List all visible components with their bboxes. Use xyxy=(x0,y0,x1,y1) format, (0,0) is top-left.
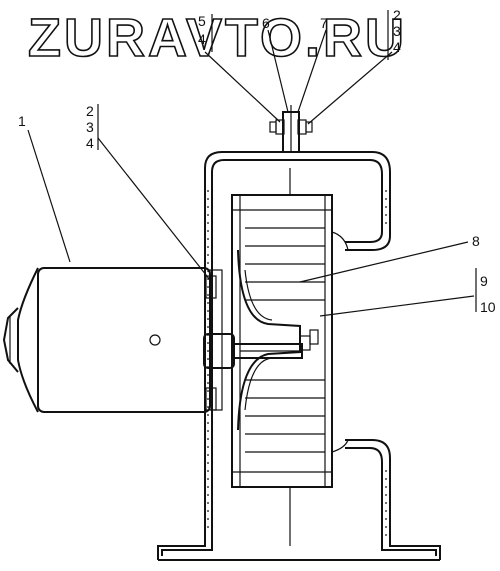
label-part-5: 5 xyxy=(198,13,206,29)
label-part-9: 9 xyxy=(480,273,488,289)
label-part-4-top: 4 xyxy=(198,31,206,47)
leader-lines xyxy=(27,10,477,317)
fan-impeller xyxy=(231,194,349,488)
electric-motor xyxy=(2,267,319,413)
label-part-3-left: 3 xyxy=(86,119,94,135)
top-mounting-bracket xyxy=(269,105,313,153)
label-part-3-right: 3 xyxy=(393,23,401,39)
label-part-8: 8 xyxy=(472,233,480,249)
label-part-2-right: 2 xyxy=(393,7,401,23)
label-part-4-left: 4 xyxy=(86,135,94,151)
label-part-1: 1 xyxy=(18,113,26,129)
fan-housing xyxy=(157,151,441,561)
label-part-10: 10 xyxy=(480,299,496,315)
label-part-2-left: 2 xyxy=(86,103,94,119)
label-part-4-right: 4 xyxy=(393,39,401,55)
watermark-text: ZURAVTO.RU xyxy=(28,8,407,68)
label-part-6: 6 xyxy=(262,15,270,31)
label-part-7: 7 xyxy=(320,15,328,31)
part-number-labels: 1 2 3 4 5 4 6 7 2 3 4 8 9 10 xyxy=(18,7,496,315)
